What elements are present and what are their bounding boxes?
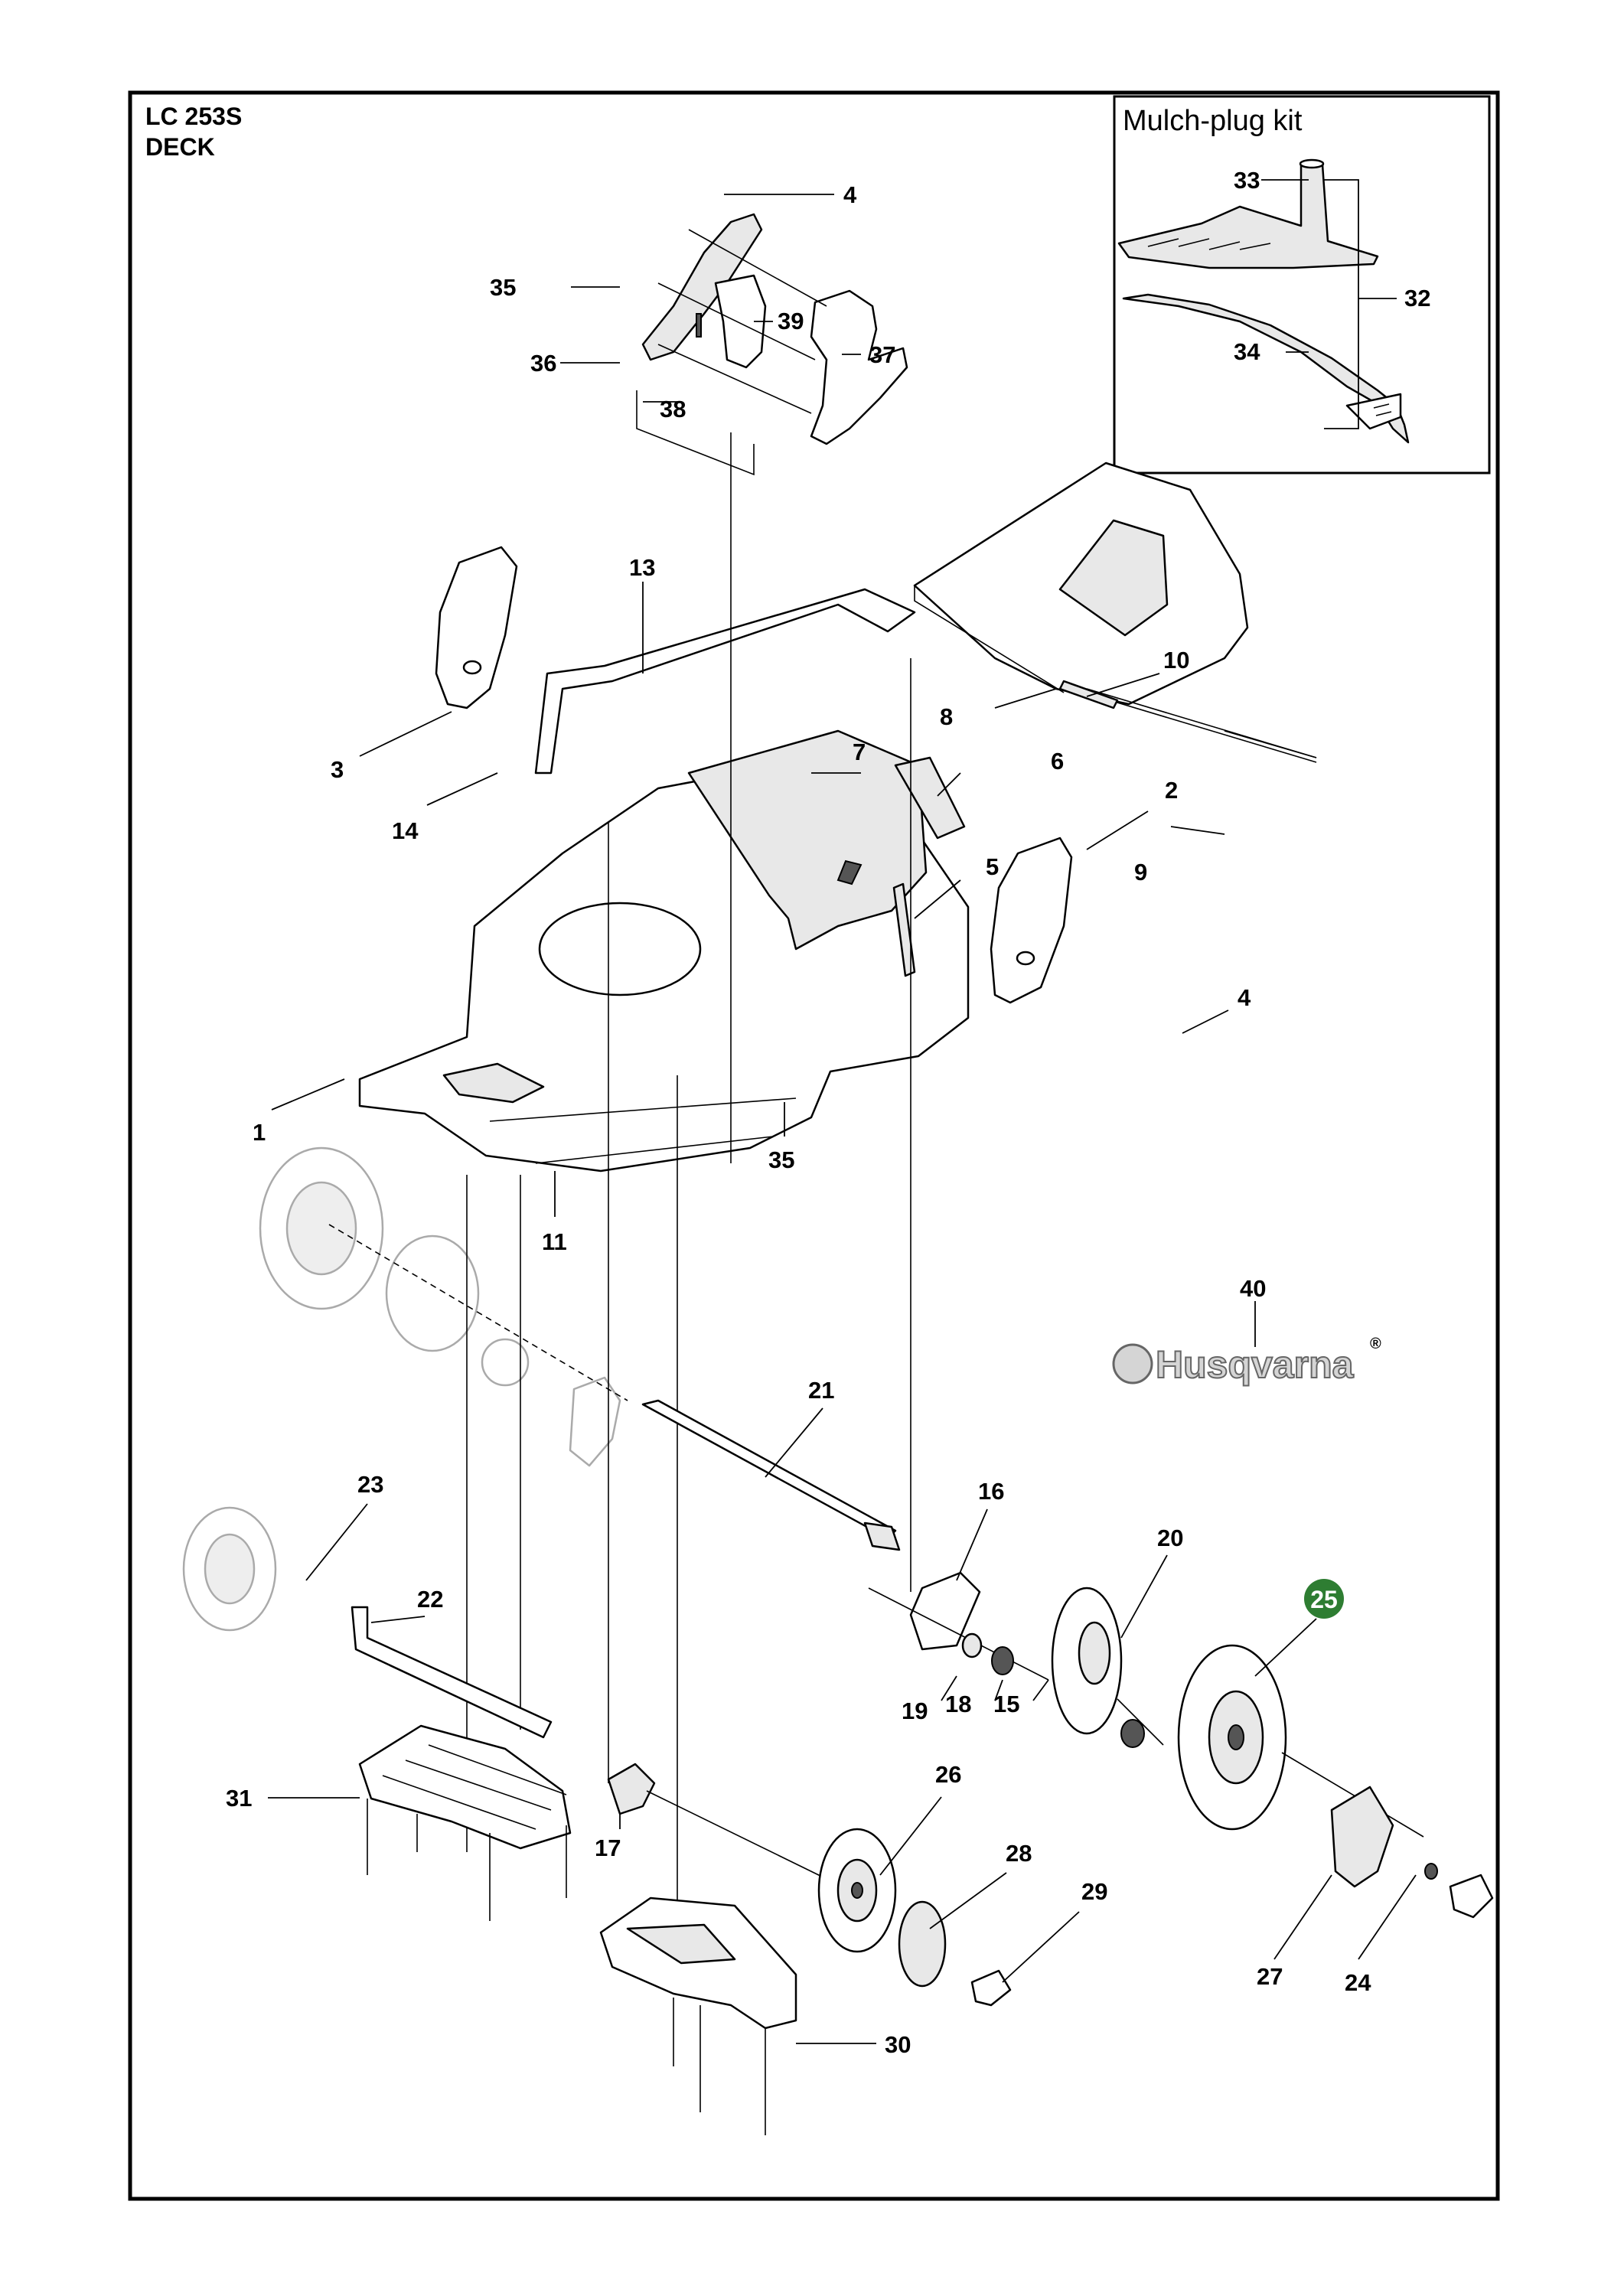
callout-31: 31 bbox=[226, 1785, 252, 1812]
callout-8: 8 bbox=[940, 703, 953, 730]
handle-mount-plate-left bbox=[435, 546, 518, 709]
rear-guard bbox=[599, 1896, 797, 2135]
spring-5 bbox=[892, 882, 916, 977]
callout-28: 28 bbox=[1006, 1840, 1032, 1867]
callout-26: 26 bbox=[935, 1761, 961, 1788]
callout-15: 15 bbox=[993, 1691, 1019, 1717]
callout-32: 32 bbox=[1404, 285, 1430, 311]
hub-cap-29 bbox=[970, 1969, 1012, 2007]
callout-3: 3 bbox=[331, 756, 344, 783]
wheel-bracket-16 bbox=[868, 1571, 1049, 1681]
wheel-25 bbox=[1177, 1644, 1424, 1838]
highlight-badge: 25 bbox=[1254, 1579, 1344, 1677]
callout-36: 36 bbox=[530, 350, 556, 377]
callout-13: 13 bbox=[629, 554, 655, 581]
husqvarna-logo: Husqvarna ® bbox=[1112, 1336, 1381, 1387]
gear-18 bbox=[991, 1646, 1014, 1675]
callout-29: 29 bbox=[1081, 1878, 1107, 1905]
hub-cover-27 bbox=[1330, 1786, 1394, 1888]
callout-39: 39 bbox=[778, 308, 804, 334]
callout-9: 9 bbox=[1134, 859, 1147, 885]
deck-body bbox=[358, 729, 970, 1172]
bracket-17 bbox=[607, 1763, 827, 1880]
callout-40: 40 bbox=[1240, 1275, 1266, 1302]
callout-18: 18 bbox=[945, 1691, 971, 1717]
front-skid-plate bbox=[358, 1724, 572, 1921]
mulch-blade-part bbox=[1122, 293, 1410, 444]
bracket-6 bbox=[894, 756, 966, 840]
callout-7: 7 bbox=[853, 739, 866, 765]
callout-10: 10 bbox=[1163, 647, 1189, 673]
callout-33: 33 bbox=[1234, 167, 1260, 194]
gear-disc-20 bbox=[1051, 1587, 1123, 1735]
callout-35-bottom: 35 bbox=[768, 1146, 794, 1173]
cap-right bbox=[1449, 1874, 1494, 1919]
callout-4-top: 4 bbox=[843, 181, 857, 208]
mulch-plug-kit-inset: Mulch-plug kit bbox=[1113, 95, 1491, 475]
wheel-26 bbox=[817, 1828, 897, 1953]
bushing-19 bbox=[961, 1632, 983, 1658]
logo-text: Husqvarna bbox=[1156, 1343, 1355, 1386]
front-axle bbox=[351, 1606, 553, 1739]
callout-21: 21 bbox=[808, 1377, 834, 1404]
callout-30: 30 bbox=[885, 2031, 911, 2058]
callout-17: 17 bbox=[595, 1835, 621, 1861]
callout-2: 2 bbox=[1165, 777, 1178, 804]
callout-11: 11 bbox=[542, 1228, 567, 1255]
handle-bracket-assembly bbox=[636, 213, 908, 476]
callout-1: 1 bbox=[253, 1119, 266, 1146]
callouts: 4 35 39 36 37 38 33 32 34 13 10 8 3 7 6 … bbox=[226, 167, 1430, 2058]
callout-24: 24 bbox=[1345, 1969, 1371, 1996]
nut-24 bbox=[1424, 1863, 1438, 1880]
rear-wheel-faint-group bbox=[182, 1146, 628, 1632]
callout-19: 19 bbox=[902, 1698, 928, 1724]
callout-35-top: 35 bbox=[490, 274, 516, 301]
callout-23: 23 bbox=[357, 1471, 383, 1498]
registered-mark: ® bbox=[1370, 1336, 1381, 1352]
callout-20: 20 bbox=[1157, 1525, 1183, 1551]
callout-27: 27 bbox=[1257, 1963, 1283, 1990]
model-title: LC 253S bbox=[145, 103, 242, 130]
callout-14: 14 bbox=[392, 817, 419, 844]
rear-flap-part bbox=[913, 461, 1249, 706]
handle-mount-plate-right bbox=[990, 837, 1073, 1004]
handle-crossbar bbox=[534, 588, 916, 775]
mulch-plug-part bbox=[1117, 158, 1379, 269]
pinion bbox=[1117, 1698, 1164, 1748]
section-title: DECK bbox=[145, 133, 215, 161]
callout-22: 22 bbox=[417, 1586, 443, 1613]
highlight-badge-number: 25 bbox=[1310, 1586, 1338, 1613]
handle-rod bbox=[1058, 680, 1317, 763]
inset-title: Mulch-plug kit bbox=[1123, 105, 1303, 137]
callout-34: 34 bbox=[1234, 338, 1260, 365]
callout-37: 37 bbox=[869, 341, 895, 368]
rear-axle bbox=[641, 1399, 901, 1551]
callout-4-right: 4 bbox=[1238, 984, 1251, 1011]
callout-5: 5 bbox=[986, 853, 999, 880]
callout-6: 6 bbox=[1051, 748, 1064, 775]
hub-cover-28 bbox=[898, 1900, 947, 1988]
callout-16: 16 bbox=[978, 1478, 1004, 1505]
drawing-frame bbox=[128, 90, 1500, 2201]
leader-lines bbox=[268, 179, 1417, 2044]
callout-38: 38 bbox=[660, 396, 686, 422]
